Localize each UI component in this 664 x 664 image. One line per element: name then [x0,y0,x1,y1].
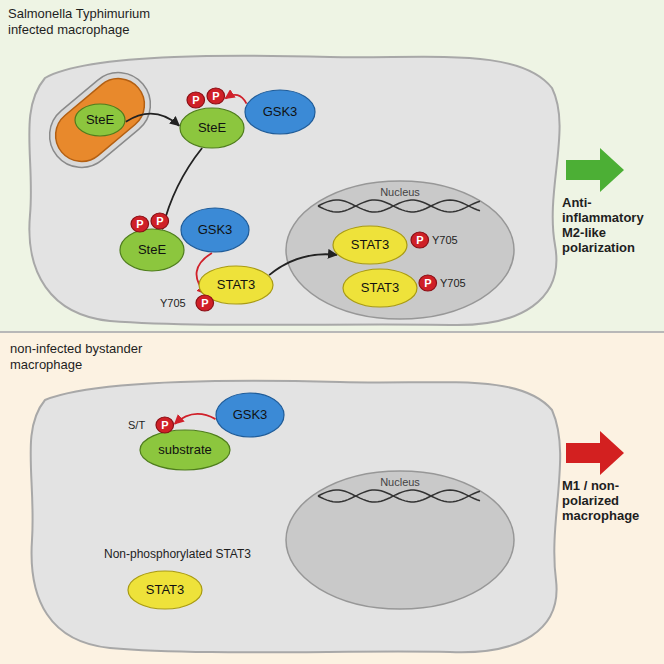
nucleus-label: Nucleus [285,186,515,199]
shape-label: SteE [138,243,166,257]
shape-fill [180,108,244,148]
dna-strand [318,490,480,502]
shape-fill [75,104,125,136]
shape-fill [187,92,205,108]
stat3-protein: STAT3 [332,225,408,265]
shape-fill [151,213,169,229]
shape-label: STAT3 [351,238,390,252]
shape-label: P [136,218,143,230]
shape-fill [140,430,230,470]
outcome-label: Anti-inflammatory M2-like polarization [562,196,662,256]
nucleus: NucleusSTAT3PSTAT3P [285,180,515,320]
reaction-arrow [175,414,216,424]
reaction-arrow [197,253,212,294]
gsk3-kinase: GSK3 [180,207,250,253]
dna-strand [318,200,480,212]
shape-label: GSK3 [263,105,298,119]
phospho-mark: P [130,215,150,233]
dna-strand [318,490,480,502]
shape-fill [343,269,417,307]
phospho-mark: P [410,231,430,249]
nucleus-outline [286,181,514,319]
phospho-mark: P [418,274,438,292]
phospho-mark: P [155,416,175,434]
residue-label: S/T [128,419,145,432]
shape-label: P [416,234,423,246]
residue-label: Y705 [160,297,186,310]
shape-label: P [201,297,208,309]
stee-protein: SteE [74,103,126,137]
shape-label: P [192,94,199,106]
stee-protein: SteE [119,228,185,272]
nucleus: Nucleus [285,470,515,610]
substrate-protein: substrate [139,429,231,471]
state-note: Non-phosphorylated STAT3 [104,548,251,562]
shape-label: GSK3 [233,408,268,422]
phospho-mark: P [186,91,206,109]
shape-label: STAT3 [146,583,185,597]
shape-fill [216,393,284,437]
panel-title: Salmonella Typhimurium infected macropha… [8,6,193,37]
vacuole [37,59,164,180]
shape-label: GSK3 [198,223,233,237]
residue-label: Y705 [432,234,458,247]
phospho-mark: P [195,294,215,312]
shape-label: STAT3 [361,281,400,295]
stat3-protein: STAT3 [127,570,203,610]
panel-title: non-infected bystander macrophage [10,341,185,372]
shape-fill [131,216,149,232]
residue-label: Y705 [440,277,466,290]
nucleus-outline [286,471,514,609]
shape-fill [181,208,249,252]
reaction-arrow [269,254,337,275]
shape-fill [419,275,437,291]
shape-fill [333,226,407,264]
shape-label: substrate [158,443,211,457]
shape-label: STAT3 [217,278,256,292]
gsk3-kinase: GSK3 [215,392,285,438]
shape-label: P [161,419,168,431]
shape-fill [207,88,225,104]
outcome-label: M1 / non-polarized macrophage [562,479,662,524]
macrophage-cell [31,381,561,652]
panel-divider [0,331,664,333]
shape-fill [411,232,429,248]
nucleus-shape [285,470,515,610]
reaction-arrow [126,114,179,126]
polarization-arrow [566,148,624,192]
nucleus-label: Nucleus [285,476,515,489]
dna-strand [318,200,480,212]
shape-label: P [424,277,431,289]
stat3-protein: STAT3 [342,268,418,308]
shape-fill [128,571,202,609]
gsk3-kinase: GSK3 [244,89,316,135]
shape-label: SteE [198,121,226,135]
polarization-arrow [566,431,624,475]
reaction-arrow [162,148,202,229]
shape-label: SteE [86,113,114,127]
shape-fill [196,295,214,311]
phospho-mark: P [150,212,170,230]
reaction-arrow [225,95,246,104]
macrophage-cell [29,56,559,325]
shape-label: P [156,215,163,227]
bacterium-body [45,68,155,172]
shape-fill [156,417,174,433]
bacterium [37,59,164,180]
shape-fill [245,90,315,134]
shape-label: P [212,90,219,102]
shape-fill [120,229,184,271]
phospho-mark: P [206,87,226,105]
stee-protein: SteE [179,107,245,149]
